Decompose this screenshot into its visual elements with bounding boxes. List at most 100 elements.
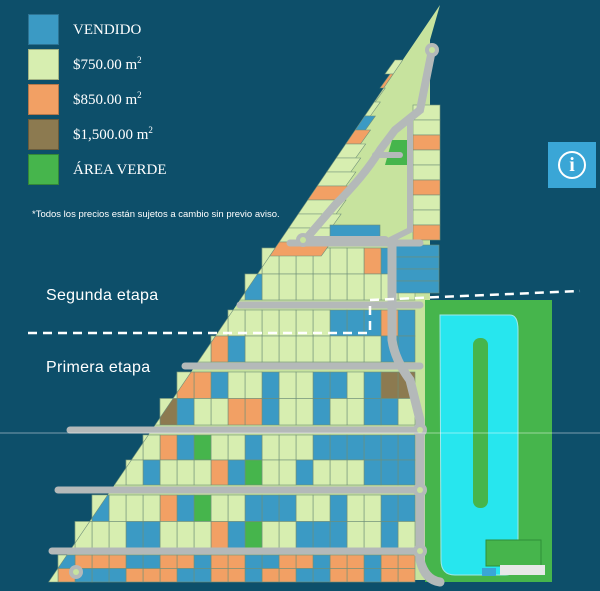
lot <box>244 371 263 399</box>
lot <box>346 459 365 486</box>
roundabout-center <box>417 548 423 554</box>
lot <box>312 434 331 461</box>
lot <box>295 398 314 426</box>
swatch-vendido <box>28 14 59 45</box>
lot <box>193 459 212 486</box>
lot <box>244 494 263 522</box>
lot <box>312 371 331 399</box>
lot <box>261 273 280 301</box>
lot-edge <box>113 459 132 486</box>
lot <box>244 434 263 461</box>
lot <box>261 521 280 549</box>
lot-edge <box>48 568 59 583</box>
lot <box>193 568 212 583</box>
lot <box>380 521 399 549</box>
lot <box>329 371 348 399</box>
lot <box>346 371 365 399</box>
lot <box>278 398 297 426</box>
info-icon: i <box>558 151 586 179</box>
lot <box>312 273 331 301</box>
lot <box>159 521 178 549</box>
lot <box>176 398 195 426</box>
legend: VENDIDO $750.00 m2 $850.00 m2 $1,500.00 … <box>28 12 166 187</box>
lot <box>394 256 440 270</box>
lot <box>346 568 365 583</box>
legend-item-850: $850.00 m2 <box>28 82 166 117</box>
lot <box>108 521 127 549</box>
lot <box>329 434 348 461</box>
lot <box>394 244 440 258</box>
lot <box>346 494 365 522</box>
lot <box>244 398 263 426</box>
roundabout-center <box>429 47 435 53</box>
pool <box>482 568 496 576</box>
lot <box>394 280 440 294</box>
lot <box>363 371 382 399</box>
lot <box>210 434 229 461</box>
lot <box>363 494 382 522</box>
lot <box>329 273 348 301</box>
lot <box>397 554 416 569</box>
lot <box>312 568 331 583</box>
lot <box>346 247 365 275</box>
swatch-850 <box>28 84 59 115</box>
lot <box>363 459 382 486</box>
lot <box>295 273 314 301</box>
legend-label-750: $750.00 m2 <box>73 55 142 73</box>
lot <box>125 521 144 549</box>
lot <box>278 371 297 399</box>
info-button[interactable]: i <box>548 142 596 188</box>
roundabout-center <box>300 237 306 243</box>
lot <box>363 434 382 461</box>
lot <box>397 434 416 461</box>
lot <box>244 521 263 549</box>
lot <box>125 568 144 583</box>
lot-edge <box>239 273 259 301</box>
lot <box>380 568 399 583</box>
lot <box>261 494 280 522</box>
lot <box>412 209 441 226</box>
lot <box>412 119 441 136</box>
lot <box>261 459 280 486</box>
lot <box>397 494 416 522</box>
lot <box>295 459 314 486</box>
lot <box>125 494 144 522</box>
lot <box>363 521 382 549</box>
lot-edge <box>197 335 217 363</box>
lot <box>91 521 110 549</box>
lot <box>278 335 297 363</box>
lot <box>329 398 348 426</box>
lot-edge <box>154 398 174 426</box>
roundabout-center <box>417 427 423 433</box>
lot <box>346 521 365 549</box>
lot <box>295 434 314 461</box>
lot <box>363 335 382 363</box>
lot <box>159 568 178 583</box>
legend-item-750: $750.00 m2 <box>28 47 166 82</box>
lot <box>363 568 382 583</box>
lot <box>227 568 246 583</box>
lot <box>261 434 280 461</box>
legend-label-area-verde: ÁREA VERDE <box>73 162 167 178</box>
lot <box>278 459 297 486</box>
lot <box>193 434 212 461</box>
price-disclaimer: *Todos los precios están sujetos a cambi… <box>32 209 280 220</box>
lot <box>210 568 229 583</box>
lot <box>227 371 246 399</box>
building <box>500 565 545 575</box>
lot <box>295 554 314 569</box>
lot <box>193 398 212 426</box>
lot <box>193 554 212 569</box>
lot <box>142 554 161 569</box>
lot <box>210 335 229 363</box>
lot <box>210 371 229 399</box>
lot <box>397 459 416 486</box>
lot <box>397 309 416 337</box>
lot <box>295 521 314 549</box>
lot <box>394 268 440 282</box>
lot <box>193 521 212 549</box>
lot <box>295 568 314 583</box>
lot <box>312 459 331 486</box>
lot <box>227 554 246 569</box>
lot <box>227 459 246 486</box>
